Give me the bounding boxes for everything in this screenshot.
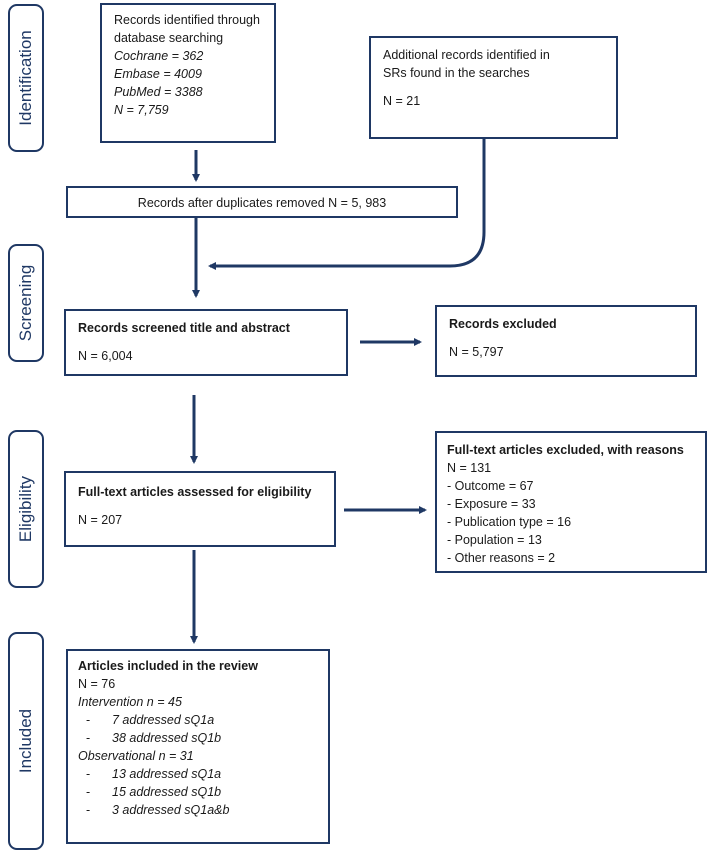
ft-excluded-reason: - Outcome = 67 [447,479,534,493]
box-records-screened: Records screened title and abstract N = … [64,309,348,376]
included-observational-item: 13 addressed sQ1a [78,765,328,783]
ft-excluded-reason: - Other reasons = 2 [447,551,556,565]
arrow-additional-to-screening [208,138,486,270]
search-embase: Embase = 4009 [114,67,202,81]
screened-total: N = 6,004 [78,349,133,363]
assessed-title: Full-text articles assessed for eligibil… [78,485,312,499]
phase-identification: Identification [8,4,44,152]
box-database-search: Records identified through database sear… [100,3,276,143]
phase-screening: Screening [8,244,44,362]
ft-excluded-title: Full-text articles excluded, with reason… [447,443,684,457]
box-fulltext-excluded: Full-text articles excluded, with reason… [435,431,707,573]
additional-line1: Additional records identified in [383,48,550,62]
ft-excluded-reason: - Exposure = 33 [447,497,536,511]
box-duplicates-removed: Records after duplicates removed N = 5, … [66,186,458,218]
phase-eligibility: Eligibility [8,430,44,588]
screened-title: Records screened title and abstract [78,321,290,335]
included-intervention-item: 7 addressed sQ1a [78,711,328,729]
box-articles-included: Articles included in the review N = 76 I… [66,649,330,844]
phase-included: Included [8,632,44,850]
duplicates-text: Records after duplicates removed N = 5, … [137,196,387,210]
included-observational-item: 3 addressed sQ1a&b [78,801,328,819]
additional-total: N = 21 [383,94,421,108]
search-line1: Records identified through [114,13,260,27]
included-observational-item: 15 addressed sQ1b [78,783,328,801]
box-fulltext-assessed: Full-text articles assessed for eligibil… [64,471,336,547]
included-observational: Observational n = 31 [78,749,194,763]
search-pubmed: PubMed = 3388 [114,85,203,99]
excluded-total: N = 5,797 [449,345,504,359]
search-total: N = 7,759 [114,103,169,117]
ft-excluded-reason: - Publication type = 16 [447,515,572,529]
included-total: N = 76 [78,677,116,691]
box-records-excluded: Records excluded N = 5,797 [435,305,697,377]
included-intervention: Intervention n = 45 [78,695,182,709]
included-intervention-item: 38 addressed sQ1b [78,729,328,747]
assessed-total: N = 207 [78,513,123,527]
search-line2: database searching [114,31,224,45]
excluded-title: Records excluded [449,317,557,331]
included-title: Articles included in the review [78,659,258,673]
search-cochrane: Cochrane = 362 [114,49,204,63]
box-additional-records: Additional records identified in SRs fou… [369,36,618,139]
additional-line2: SRs found in the searches [383,66,530,80]
ft-excluded-reason: - Population = 13 [447,533,542,547]
ft-excluded-total: N = 131 [447,461,492,475]
